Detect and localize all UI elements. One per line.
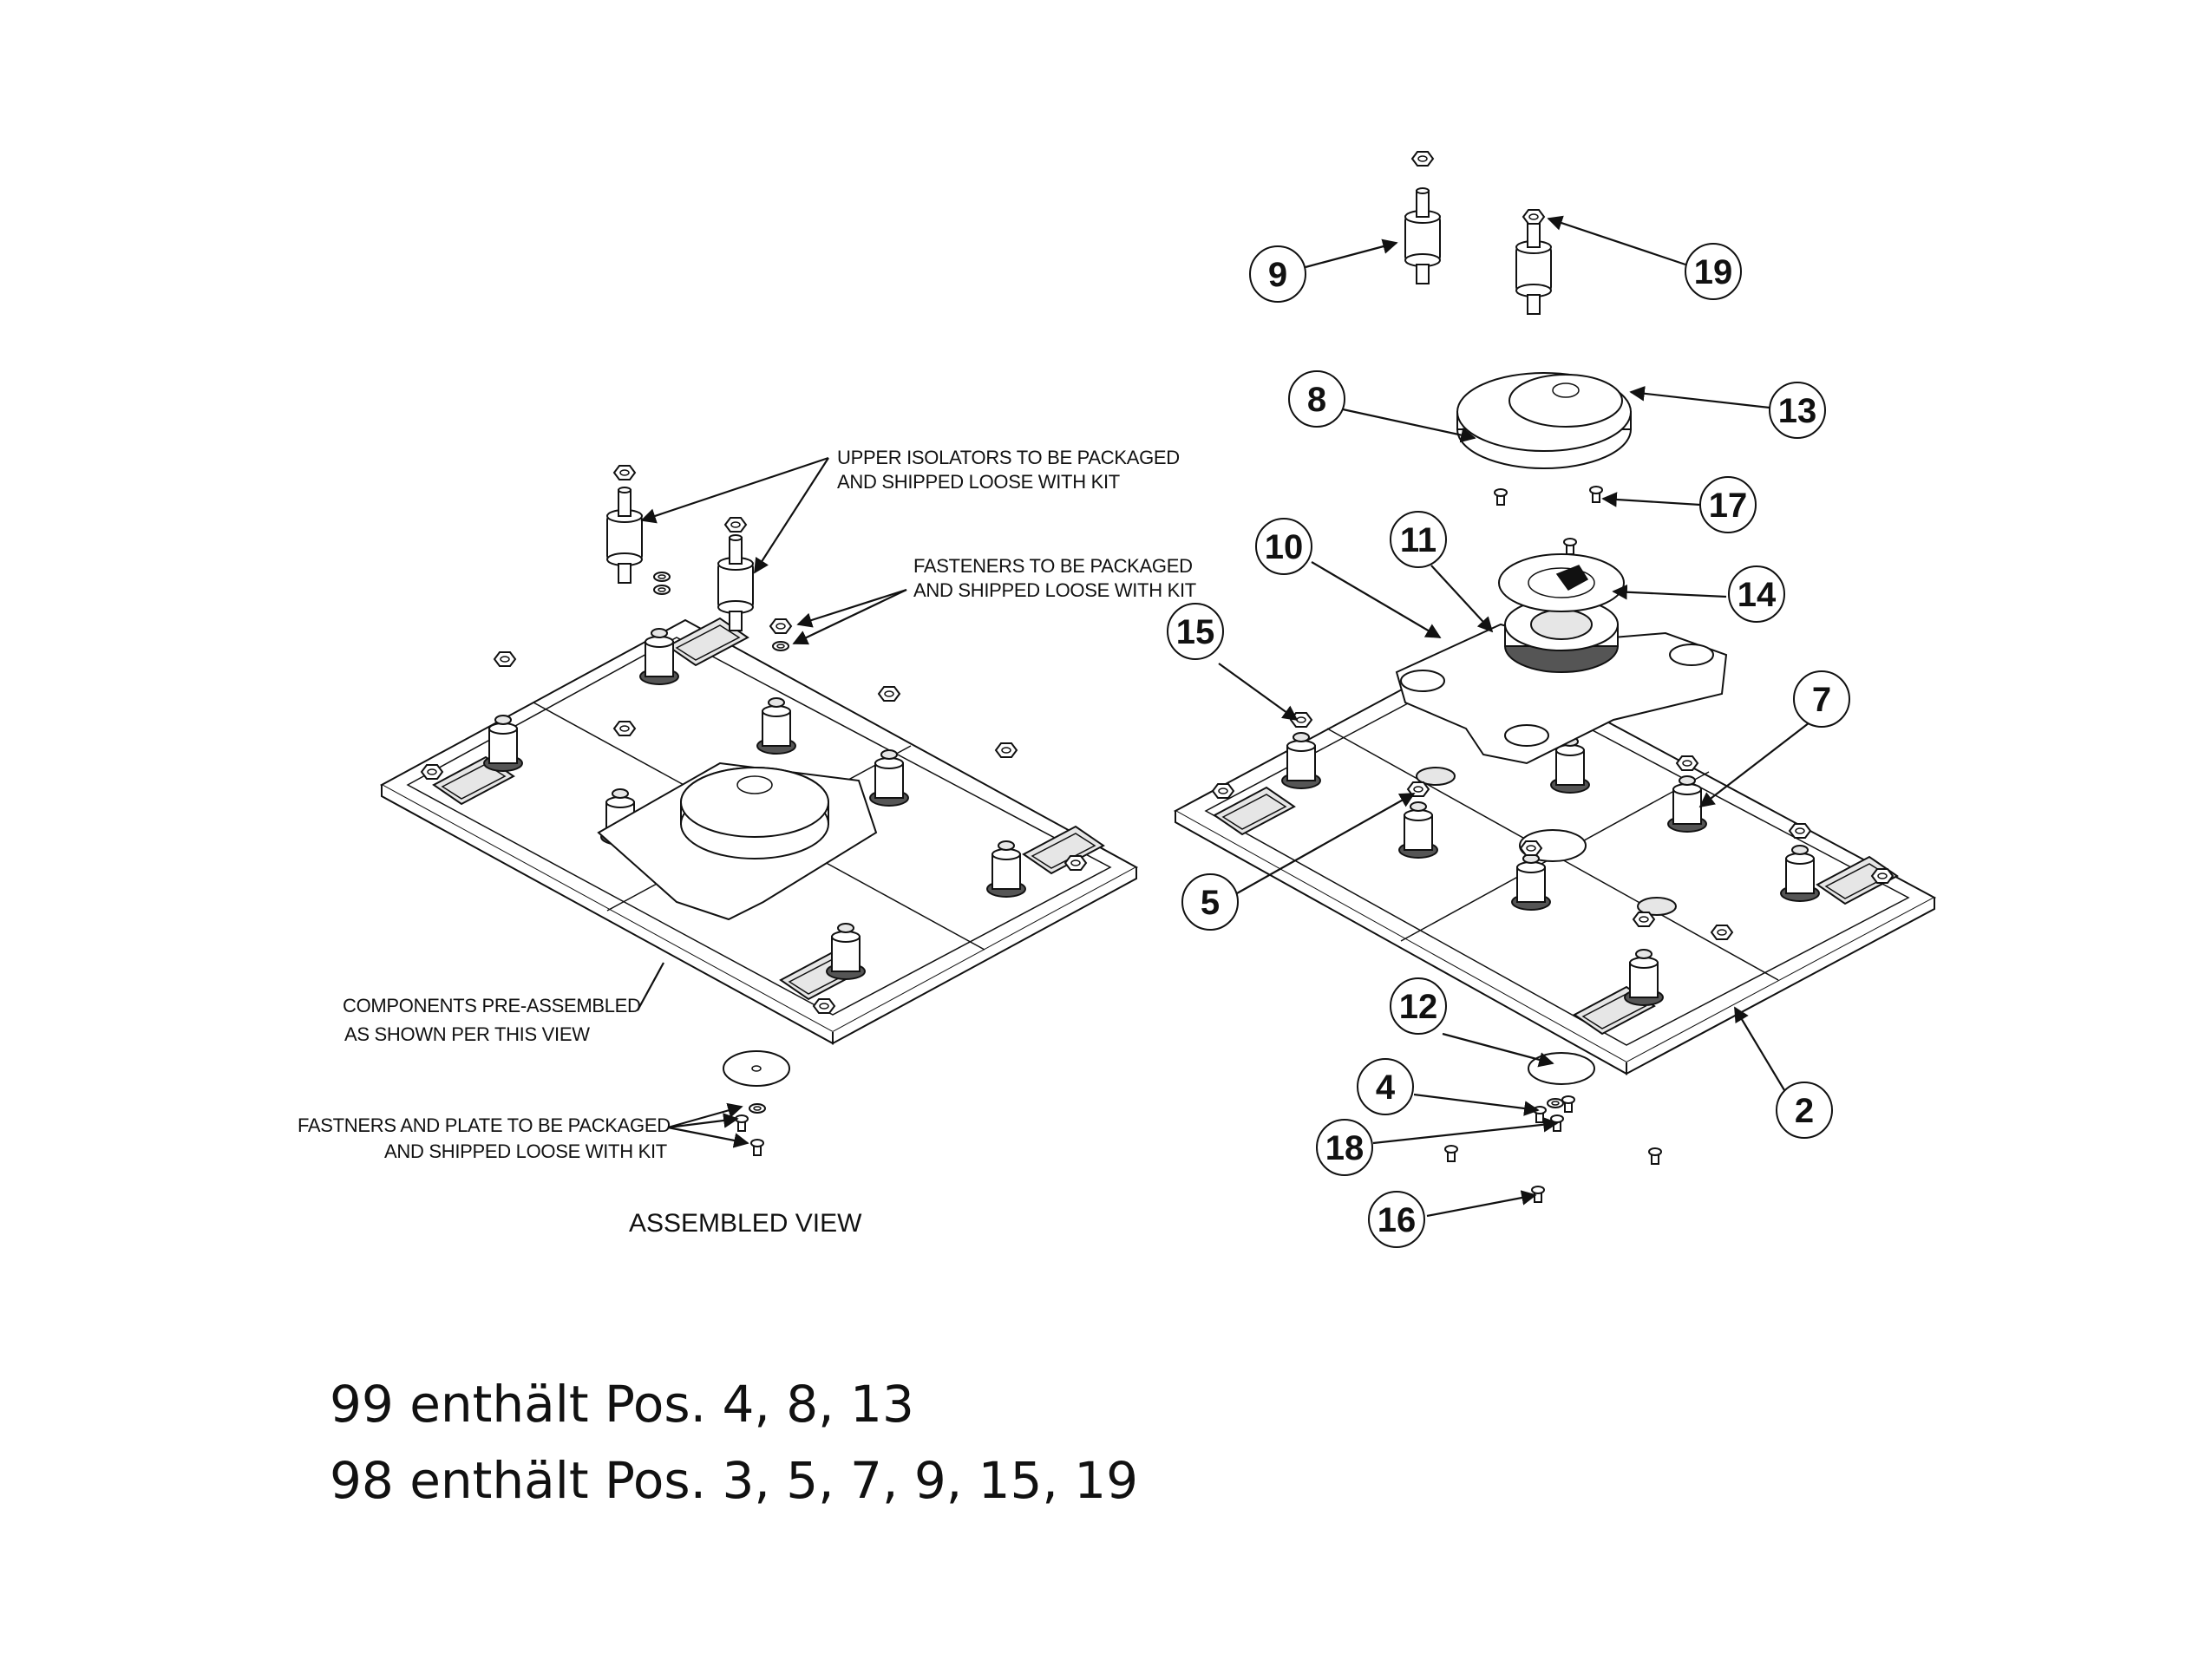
svg-text:12: 12: [1399, 988, 1438, 1026]
svg-text:7: 7: [1812, 681, 1831, 719]
svg-text:19: 19: [1694, 253, 1733, 291]
balloon-5: 5: [1181, 873, 1239, 931]
svg-text:16: 16: [1378, 1201, 1417, 1239]
components-note-line1: COMPONENTS PRE-ASSEMBLED: [343, 995, 641, 1016]
svg-text:11: 11: [1400, 521, 1436, 559]
assembled-view-title: ASSEMBLED VIEW: [629, 1209, 862, 1238]
balloon-9: 9: [1249, 245, 1306, 303]
svg-text:8: 8: [1307, 381, 1326, 419]
balloon-15: 15: [1167, 603, 1224, 660]
balloon-16: 16: [1368, 1191, 1425, 1248]
svg-text:14: 14: [1738, 576, 1777, 614]
note-98: 98 enthält Pos. 3, 5, 7, 9, 15, 19: [330, 1451, 1139, 1510]
exploded-view: [1173, 151, 1937, 1218]
svg-text:2: 2: [1795, 1092, 1814, 1130]
balloon-13: 13: [1769, 382, 1826, 439]
svg-text:15: 15: [1176, 613, 1215, 651]
svg-text:10: 10: [1265, 528, 1304, 566]
components-note-line2: AS SHOWN PER THIS VIEW: [344, 1023, 590, 1045]
balloons: 9 19 8 13 17 10 11 14 15 7 5 12 4 18 2 1…: [1167, 243, 1850, 1248]
upper-isolators-note-line2: AND SHIPPED LOOSE WITH KIT: [837, 471, 1120, 493]
svg-text:13: 13: [1778, 392, 1817, 430]
svg-text:5: 5: [1201, 884, 1220, 922]
fastners-plate-note-line1: FASTNERS AND PLATE TO BE PACKAGED: [298, 1114, 671, 1136]
balloon-4: 4: [1357, 1058, 1414, 1115]
note-99: 99 enthält Pos. 4, 8, 13: [330, 1375, 914, 1434]
balloon-11: 11: [1390, 511, 1447, 568]
balloon-2: 2: [1776, 1082, 1833, 1139]
svg-text:4: 4: [1376, 1069, 1396, 1107]
balloon-19: 19: [1685, 243, 1742, 300]
balloon-17: 17: [1699, 476, 1757, 533]
svg-text:17: 17: [1709, 487, 1748, 525]
balloon-7: 7: [1793, 670, 1850, 728]
fastners-plate-note-line2: AND SHIPPED LOOSE WITH KIT: [384, 1140, 667, 1162]
svg-text:9: 9: [1268, 256, 1287, 294]
balloon-14: 14: [1728, 565, 1785, 623]
fasteners-note-line2: AND SHIPPED LOOSE WITH KIT: [913, 579, 1196, 601]
balloon-10: 10: [1255, 518, 1312, 575]
upper-isolators-note-line1: UPPER ISOLATORS TO BE PACKAGED: [837, 447, 1180, 468]
fasteners-note-line1: FASTENERS TO BE PACKAGED: [913, 555, 1193, 577]
kit-contents-notes: 99 enthält Pos. 4, 8, 13 98 enthält Pos.…: [330, 1366, 1138, 1519]
balloon-18: 18: [1316, 1119, 1373, 1176]
balloon-8: 8: [1288, 370, 1345, 428]
svg-text:18: 18: [1325, 1129, 1365, 1167]
assembled-view: UPPER ISOLATORS TO BE PACKAGED AND SHIPP…: [298, 447, 1196, 1238]
balloon-12: 12: [1390, 977, 1447, 1035]
